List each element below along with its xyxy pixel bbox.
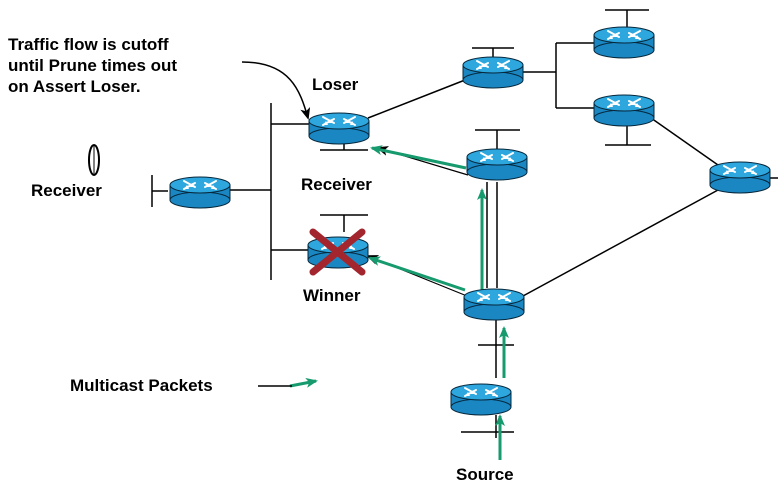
annotation-line-1: Traffic flow is cutoff <box>8 35 169 54</box>
legend-arrow <box>289 377 318 388</box>
router-icon <box>466 148 528 181</box>
x-mark-icon <box>309 228 366 276</box>
router-top-right <box>593 26 655 59</box>
label-loser: Loser <box>312 75 359 94</box>
router-far-right <box>709 161 771 194</box>
router-icon <box>450 383 512 416</box>
router-left <box>169 176 231 209</box>
router-top-center <box>462 56 524 89</box>
network-links <box>151 9 778 438</box>
router-icon <box>169 176 231 209</box>
multicast-flow <box>289 145 509 460</box>
router-icon <box>709 161 771 194</box>
flow-arrow-to-loser <box>370 145 467 170</box>
annotation-pointer <box>241 61 311 120</box>
router-source <box>450 383 512 416</box>
router-icon <box>462 56 524 89</box>
router-loser <box>308 112 370 145</box>
router-icon <box>308 112 370 145</box>
label-winner: Winner <box>303 286 361 305</box>
label-multicast-packets: Multicast Packets <box>70 376 213 395</box>
annotation-line-3: on Assert Loser. <box>8 77 141 96</box>
router-mid-right <box>593 94 655 127</box>
annotation-note: Traffic flow is cutoff until Prune times… <box>8 34 177 97</box>
router-icon <box>463 288 525 321</box>
router-bottom-center <box>463 288 525 321</box>
router-icon <box>593 26 655 59</box>
annotation-line-2: until Prune times out <box>8 56 178 75</box>
router-receiver-center <box>466 148 528 181</box>
label-source: Source <box>456 465 514 484</box>
label-receiver-left: Receiver <box>31 181 102 200</box>
label-receiver-center: Receiver <box>301 175 372 194</box>
flow-arrow-to-winner <box>368 256 466 292</box>
router-icon <box>593 94 655 127</box>
